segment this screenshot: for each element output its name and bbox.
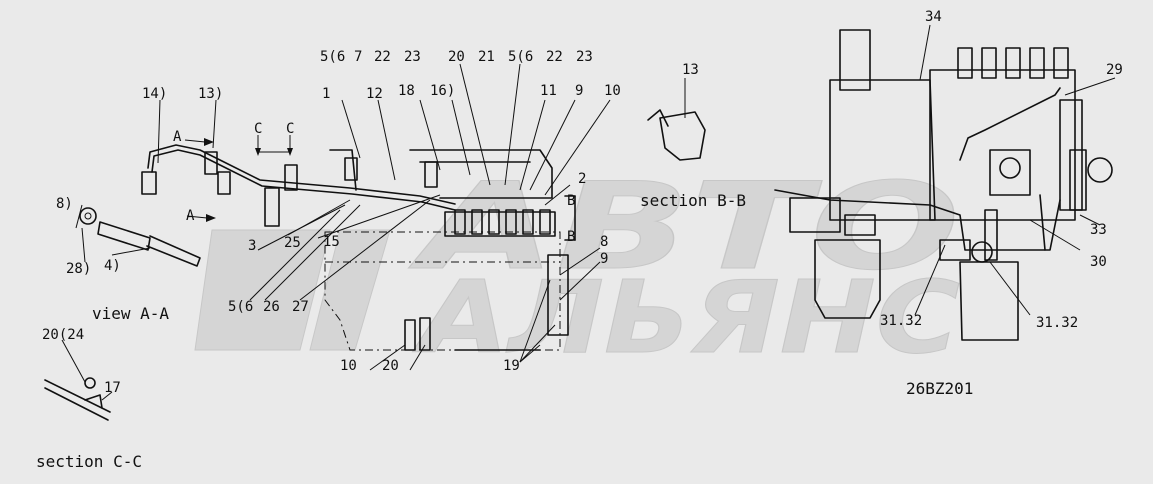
callout-21: 21 <box>478 49 495 65</box>
caption-section-cc: section C-C <box>36 452 142 471</box>
injection-pump-outline <box>324 209 569 351</box>
callout-30: 30 <box>1090 254 1107 270</box>
callout-25: 25 <box>284 235 301 251</box>
callout-5-6-b: 5(6 <box>508 49 534 65</box>
callout-13-left: 13) <box>198 86 224 102</box>
callout-20-24: 20(24 <box>42 327 85 343</box>
callout-18: 18 <box>398 83 415 99</box>
callout-34: 34 <box>925 9 942 25</box>
callout-22-b: 22 <box>546 49 563 65</box>
drawing-code: 26BZ201 <box>906 379 974 398</box>
section-marker-b-bottom: B <box>567 229 576 245</box>
callout-19: 19 <box>503 358 520 374</box>
callout-5-6-c: 5(6 <box>228 299 254 315</box>
callout-31-32-left: 31.32 <box>880 313 923 329</box>
callout-5-6-a: 5(6 <box>320 49 346 65</box>
callout-13-right: 13 <box>682 62 699 78</box>
callout-31-32-right: 31.32 <box>1036 315 1079 331</box>
callout-17: 17 <box>104 380 121 396</box>
view-aa-fitting <box>75 204 201 267</box>
pump-assembly-right <box>774 29 1113 341</box>
callout-23-a: 23 <box>404 49 421 65</box>
callout-8-center: 8 <box>600 234 609 250</box>
callout-11: 11 <box>540 83 557 99</box>
callout-10-bottom: 10 <box>340 358 357 374</box>
section-bb-part <box>564 109 706 241</box>
callout-9-center: 9 <box>600 251 609 267</box>
callout-29: 29 <box>1106 62 1123 78</box>
callout-4: 4) <box>104 258 121 274</box>
callout-20-bottom: 20 <box>382 358 399 374</box>
callout-7: 7 <box>354 49 363 65</box>
callout-26: 26 <box>263 299 280 315</box>
pipe-bundle-left <box>141 144 553 227</box>
callout-28: 28) <box>66 261 92 277</box>
watermark: АВТО АЛЬЯНС <box>194 158 961 377</box>
callout-15: 15 <box>323 234 340 250</box>
callout-20-a: 20 <box>448 49 465 65</box>
callout-12: 12 <box>366 86 383 102</box>
watermark-logo <box>194 229 391 351</box>
callout-10-top: 10 <box>604 83 621 99</box>
callout-16: 16) <box>430 83 456 99</box>
caption-section-bb: section B-B <box>640 191 746 210</box>
section-marker-a-top: A <box>173 129 182 145</box>
callout-23-b: 23 <box>576 49 593 65</box>
callout-14: 14) <box>142 86 168 102</box>
section-cc-part <box>44 377 111 421</box>
caption-view-aa: view A-A <box>92 304 170 323</box>
callout-33: 33 <box>1090 222 1107 238</box>
callout-27: 27 <box>292 299 309 315</box>
callout-1: 1 <box>322 86 331 102</box>
watermark-line2: АЛЬЯНС <box>412 259 960 376</box>
section-marker-a-bottom: A <box>186 208 195 224</box>
section-marker-c-right: C <box>286 121 295 137</box>
callout-22-a: 22 <box>374 49 391 65</box>
callout-9-top: 9 <box>575 83 584 99</box>
section-marker-c-left: C <box>254 121 263 137</box>
section-marker-b-top: B <box>567 193 576 209</box>
leader-lines <box>61 24 1116 401</box>
callout-3: 3 <box>248 238 257 254</box>
callout-8-left: 8) <box>56 196 73 212</box>
callout-2: 2 <box>578 171 587 187</box>
watermark-line1: АВТО <box>408 158 960 297</box>
